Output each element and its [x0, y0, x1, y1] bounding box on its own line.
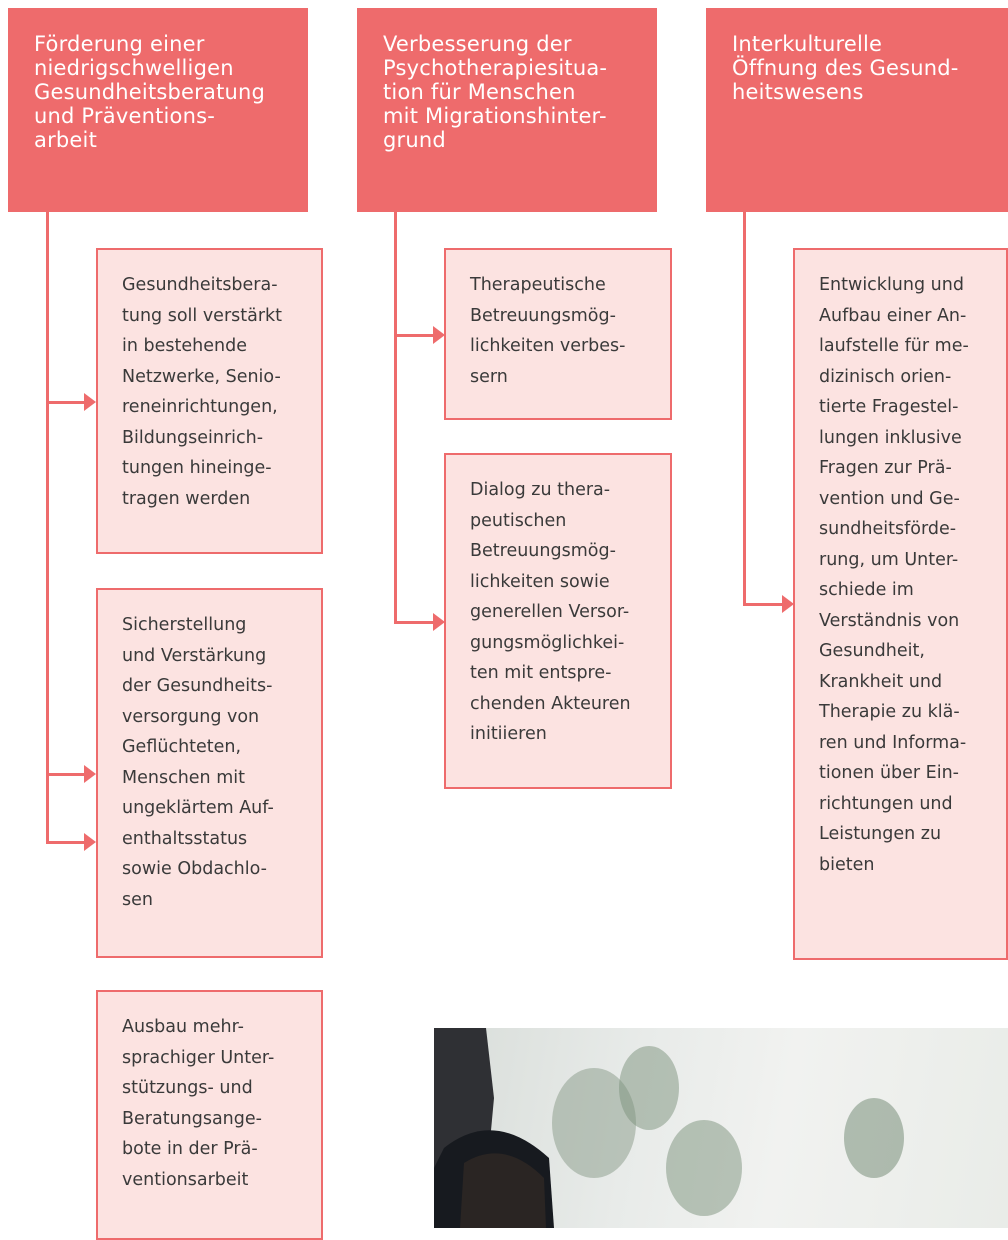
column-2-header: Verbesserung der Psychotherapiesitua- ti… [357, 8, 657, 212]
portrait-photo [434, 1028, 1008, 1228]
column-1-arrow-3-icon [84, 833, 96, 851]
column-1-arrow-1-icon [84, 393, 96, 411]
column-2-item-2: Dialog zu thera- peutischen Betreuungsmö… [444, 453, 672, 789]
column-1-item-2: Sicherstellung und Verstärkung der Gesun… [96, 588, 323, 958]
portrait-photo-icon [434, 1028, 904, 1228]
column-2-branch-2 [394, 621, 434, 624]
column-3-header: Interkulturelle Öffnung des Gesund- heit… [706, 8, 1008, 212]
column-3-item-1: Entwicklung und Aufbau einer An- laufste… [793, 248, 1008, 960]
column-1-branch-1 [46, 401, 86, 404]
column-1-connector-trunk [46, 212, 49, 844]
column-2-branch-1 [394, 334, 434, 337]
column-1-item-1: Gesundheitsbera- tung soll verstärkt in … [96, 248, 323, 554]
column-1-branch-2 [46, 773, 86, 776]
column-3-connector-trunk [743, 212, 746, 606]
column-3-branch-1 [743, 603, 783, 606]
column-1-header: Förderung einer niedrigschwelligen Gesun… [8, 8, 308, 212]
column-2-arrow-2-icon [433, 613, 445, 631]
column-2-connector-trunk [394, 212, 397, 624]
column-2-arrow-1-icon [433, 326, 445, 344]
column-1-item-3: Ausbau mehr- sprachiger Unter- stützungs… [96, 990, 323, 1240]
column-1-arrow-2-icon [84, 765, 96, 783]
column-1-branch-3 [46, 841, 86, 844]
column-2-item-1: Therapeutische Betreuungsmög- lichkeiten… [444, 248, 672, 420]
column-3-arrow-1-icon [782, 595, 794, 613]
